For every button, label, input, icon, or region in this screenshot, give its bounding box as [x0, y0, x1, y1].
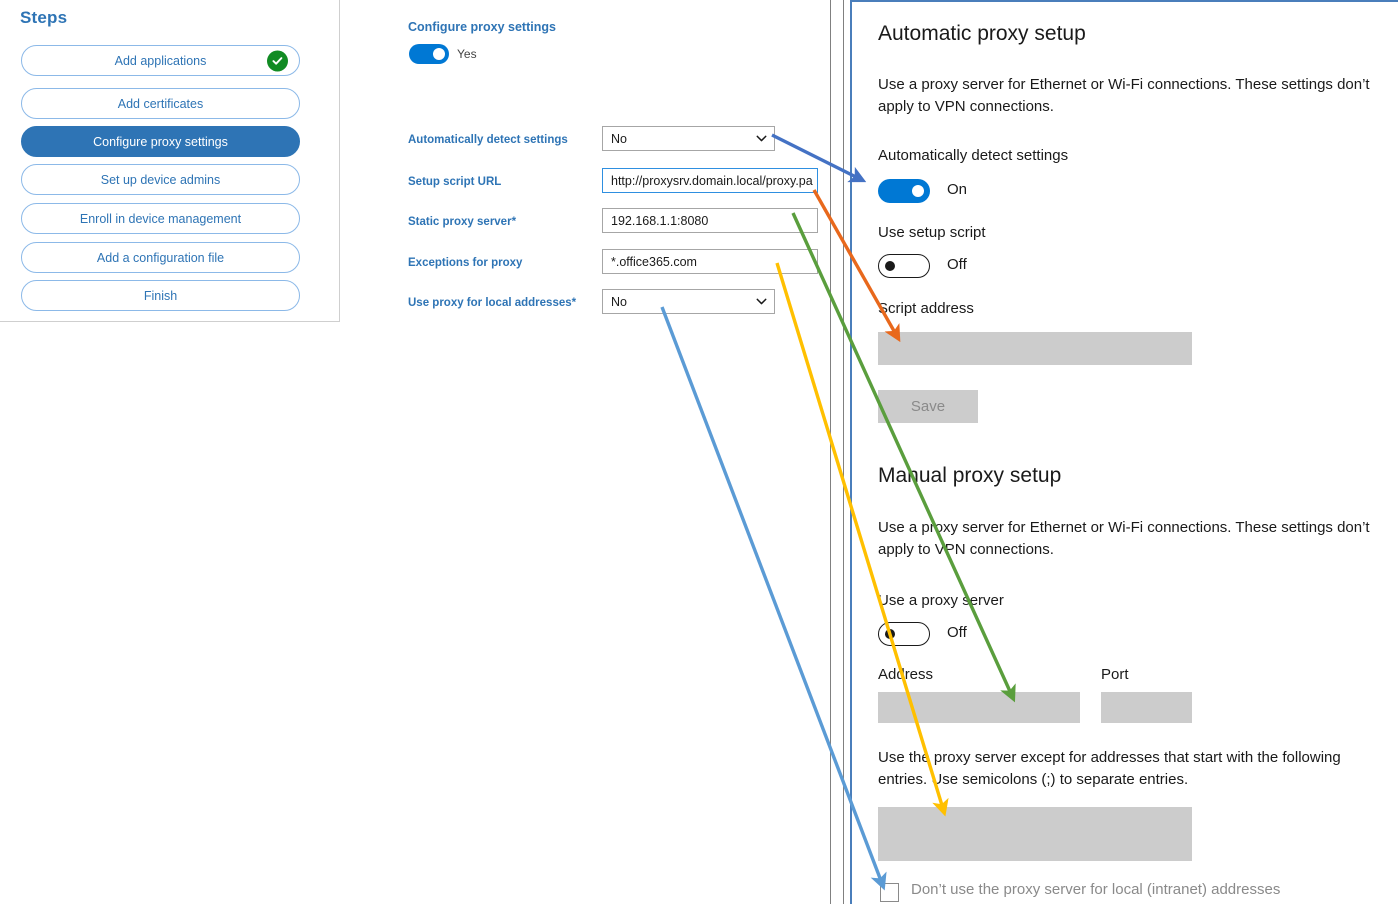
- use-setup-script-state: Off: [947, 256, 967, 273]
- automatic-proxy-setup-description: Use a proxy server for Ethernet or Wi-Fi…: [878, 76, 1370, 115]
- input-value: http://proxysrv.domain.local/proxy.pa: [611, 173, 813, 188]
- check-circle-icon: [267, 50, 288, 71]
- field-label-use-proxy-for-local-addresses: Use proxy for local addresses*: [408, 297, 577, 309]
- field-label-exceptions-for-proxy: Exceptions for proxy: [408, 257, 523, 269]
- input-value: 192.168.1.1:8080: [611, 213, 709, 228]
- use-a-proxy-server-label: Use a proxy server: [878, 592, 1004, 609]
- input-setup-script-url[interactable]: http://proxysrv.domain.local/proxy.pa: [602, 168, 818, 193]
- step-item-finish[interactable]: Finish: [21, 280, 300, 311]
- toggle-knob: [885, 261, 895, 271]
- input-static-proxy-server[interactable]: 192.168.1.1:8080: [602, 208, 818, 233]
- select-value: No: [611, 131, 627, 146]
- input-value: *.office365.com: [611, 254, 697, 269]
- automatically-detect-settings-state: On: [947, 181, 968, 198]
- field-label-static-proxy-server: Static proxy server*: [408, 216, 517, 228]
- configure-proxy-settings-label: Configure proxy settings: [408, 20, 556, 34]
- steps-panel-title: Steps: [20, 8, 68, 27]
- address-label: Address: [878, 666, 934, 683]
- toggle-knob: [885, 629, 895, 639]
- step-label: Enroll in device management: [79, 211, 242, 226]
- chevron-down-icon: [756, 132, 767, 143]
- use-a-proxy-server-state: Off: [947, 624, 967, 641]
- field-label-automatically-detect-settings: Automatically detect settings: [408, 134, 568, 146]
- step-label: Add applications: [114, 53, 207, 68]
- steps-panel: Steps Add applications Add certificates …: [0, 0, 340, 322]
- chevron-down-icon: [756, 295, 767, 306]
- panel-divider-line-1: [830, 0, 831, 904]
- field-label-setup-script-url: Setup script URL: [408, 176, 502, 188]
- proxy-form-panel: Configure proxy settings Yes Automatical…: [408, 20, 818, 314]
- script-address-label: Script address: [878, 300, 974, 317]
- step-label: Set up device admins: [100, 172, 221, 187]
- step-label: Add a configuration file: [96, 250, 225, 265]
- configure-proxy-settings-toggle[interactable]: [409, 44, 449, 64]
- port-input[interactable]: [1101, 692, 1192, 723]
- use-setup-script-toggle[interactable]: [878, 254, 930, 278]
- automatically-detect-settings-label: Automatically detect settings: [878, 147, 1069, 164]
- manual-proxy-setup-heading: Manual proxy setup: [878, 464, 1062, 487]
- step-label: Add certificates: [117, 96, 204, 111]
- proxy-exceptions-description: Use the proxy server except for addresse…: [878, 749, 1341, 788]
- toggle-knob: [433, 48, 445, 60]
- step-item-add-certificates[interactable]: Add certificates: [21, 88, 300, 119]
- toggle-knob: [912, 185, 924, 197]
- step-item-set-up-device-admins[interactable]: Set up device admins: [21, 164, 300, 195]
- use-a-proxy-server-toggle[interactable]: [878, 622, 930, 646]
- select-automatically-detect-settings[interactable]: No: [602, 126, 775, 151]
- step-item-add-a-configuration-file[interactable]: Add a configuration file: [21, 242, 300, 273]
- step-label: Finish: [143, 288, 178, 303]
- automatic-proxy-setup-heading: Automatic proxy setup: [878, 22, 1086, 45]
- proxy-exceptions-input[interactable]: [878, 807, 1192, 861]
- step-label: Configure proxy settings: [93, 134, 228, 149]
- step-item-add-applications[interactable]: Add applications: [21, 45, 300, 76]
- required-marker: *: [571, 297, 577, 309]
- bypass-local-addresses-checkbox[interactable]: [880, 883, 899, 902]
- panel-divider-line-2: [843, 0, 844, 904]
- windows-proxy-settings-panel: Automatic proxy setup Use a proxy server…: [850, 0, 1398, 904]
- step-item-enroll-in-device-management[interactable]: Enroll in device management: [21, 203, 300, 234]
- port-label: Port: [1101, 666, 1129, 683]
- save-button[interactable]: Save: [878, 390, 978, 423]
- automatically-detect-settings-toggle[interactable]: [878, 179, 930, 203]
- select-value: No: [611, 294, 627, 309]
- step-item-configure-proxy-settings[interactable]: Configure proxy settings: [21, 126, 300, 157]
- address-input[interactable]: [878, 692, 1080, 723]
- manual-proxy-setup-description: Use a proxy server for Ethernet or Wi-Fi…: [878, 519, 1370, 558]
- bypass-local-addresses-label: Don’t use the proxy server for local (in…: [911, 881, 1281, 898]
- select-use-proxy-for-local-addresses[interactable]: No: [602, 289, 775, 314]
- script-address-input[interactable]: [878, 332, 1192, 365]
- use-setup-script-label: Use setup script: [878, 224, 986, 241]
- input-exceptions-for-proxy[interactable]: *.office365.com: [602, 249, 818, 274]
- configure-proxy-settings-toggle-value: Yes: [457, 47, 477, 61]
- required-marker: *: [511, 216, 517, 228]
